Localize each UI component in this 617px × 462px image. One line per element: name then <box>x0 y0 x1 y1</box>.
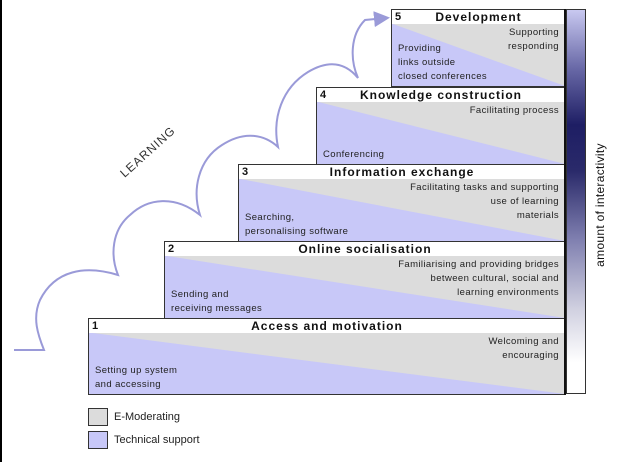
step-3-header <box>239 165 565 179</box>
step-5-e-moderating-text: Supporting responding <box>507 27 559 52</box>
legend-item-e-moderating: E-Moderating <box>88 405 200 428</box>
step-5-title: Development <box>435 10 522 24</box>
step-4-knowledge-construction: 4 Knowledge construction Facilitating pr… <box>316 87 565 165</box>
image-frame-edge <box>0 0 2 462</box>
step-4-title: Knowledge construction <box>359 88 522 102</box>
interactivity-axis-label: amount of interactivity <box>593 143 607 267</box>
step-4-background <box>317 101 565 164</box>
step-1-access-and-motivation: 1 Access and motivation Welcoming and en… <box>88 318 565 395</box>
step-1-technical-support-text: Setting up system and accessing <box>95 365 178 390</box>
step-2-number: 2 <box>168 243 175 255</box>
step-4-number: 4 <box>320 89 327 101</box>
step-5-technical-support-text: Providing links outside closed conferenc… <box>398 43 488 82</box>
step-1-background <box>89 332 565 394</box>
step-2-technical-support-text: Sending and receiving messages <box>171 289 263 314</box>
legend: E-Moderating Technical support <box>88 405 200 451</box>
step-1-number: 1 <box>92 320 99 332</box>
step-2-header <box>165 242 565 256</box>
step-1-e-moderating-text: Welcoming and encouraging <box>488 336 559 361</box>
step-4-e-moderating-text: Facilitating process <box>469 105 559 116</box>
step-3-technical-support-text: Searching, personalising software <box>245 212 349 237</box>
learning-label: LEARNING <box>117 123 179 181</box>
step-4-technical-support-text: Conferencing <box>323 149 385 160</box>
legend-label-technical-support: Technical support <box>114 433 200 446</box>
step-3-e-moderating-text: Facilitating tasks and supporting use of… <box>410 182 559 221</box>
step-3-title: Information exchange <box>329 165 475 179</box>
legend-item-technical-support: Technical support <box>88 428 200 451</box>
step-3-number: 3 <box>242 166 249 178</box>
interactivity-gradient-bar <box>566 9 586 394</box>
step-1-title: Access and motivation <box>251 319 403 333</box>
steps-right-border <box>564 9 566 395</box>
step-5-header <box>392 10 565 24</box>
step-1-header <box>89 319 565 333</box>
step-2-online-socialisation: 2 Online socialisation Familiarising and… <box>164 241 565 319</box>
step-5-number: 5 <box>395 11 402 23</box>
step-2-title: Online socialisation <box>298 242 432 256</box>
step-3-background <box>239 178 565 241</box>
legend-swatch-e-moderating <box>88 407 108 426</box>
legend-swatch-technical-support <box>88 430 108 449</box>
step-5-background <box>392 23 565 86</box>
step-5-development: 5 Development Supporting responding Prov… <box>391 9 565 87</box>
step-3-information-exchange: 3 Information exchange Facilitating task… <box>238 164 565 242</box>
step-4-header <box>317 88 565 102</box>
step-2-background <box>165 255 565 318</box>
legend-label-e-moderating: E-Moderating <box>114 410 181 423</box>
step-2-e-moderating-text: Familiarising and providing bridges betw… <box>398 259 559 298</box>
